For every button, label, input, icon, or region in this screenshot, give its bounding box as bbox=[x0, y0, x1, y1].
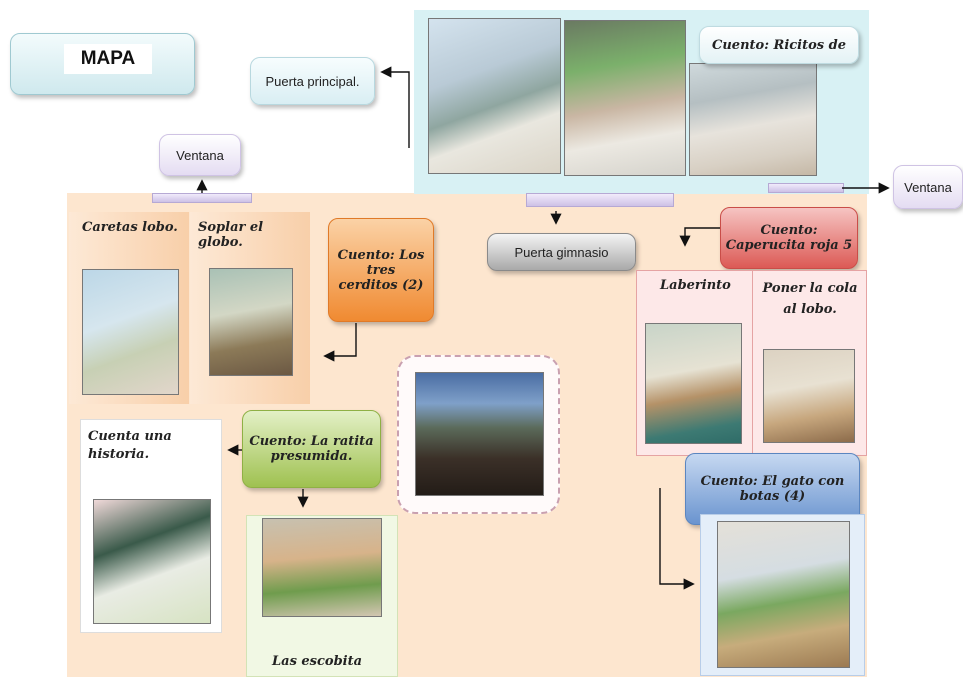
ventana-left-text: Ventana bbox=[176, 147, 224, 163]
photo-globo bbox=[209, 268, 293, 376]
photo-ricitos-3 bbox=[689, 63, 817, 176]
photo-cola bbox=[763, 349, 855, 443]
puerta-gimnasio-text: Puerta gimnasio bbox=[514, 244, 609, 260]
story-caperucita: Cuento: Caperucita roja 5 bbox=[720, 207, 858, 269]
story-caperucita-text: Cuento: Caperucita roja 5 bbox=[725, 223, 853, 253]
photo-escobita bbox=[262, 518, 382, 617]
photo-ricitos-2 bbox=[564, 20, 686, 176]
map-title-box bbox=[10, 33, 195, 95]
story-ricitos-text: Cuento: Ricitos de bbox=[712, 37, 846, 53]
photo-ricitos-1 bbox=[428, 18, 561, 174]
window-bar-left bbox=[152, 193, 252, 203]
escobita-label: Las escobita bbox=[272, 654, 363, 669]
photo-caretas bbox=[82, 269, 179, 395]
puerta-principal-text: Puerta principal. bbox=[265, 73, 360, 89]
caretas-label: Caretas lobo. bbox=[82, 220, 178, 235]
story-tres-cerditos-text: Cuento: Los tres cerditos (2) bbox=[337, 247, 425, 293]
story-gato-text: Cuento: El gato con botas (4) bbox=[700, 474, 845, 504]
cola-label: Poner la cola al lobo. bbox=[762, 281, 858, 317]
window-bar-center bbox=[526, 193, 674, 207]
panel-divider bbox=[752, 270, 753, 456]
map-title: MAPA bbox=[64, 44, 152, 74]
label-puerta-principal: Puerta principal. bbox=[250, 57, 375, 105]
story-ricitos: Cuento: Ricitos de bbox=[699, 26, 859, 64]
story-ratita: Cuento: La ratita presumida. bbox=[242, 410, 381, 488]
label-ventana-left: Ventana bbox=[159, 134, 241, 176]
photo-historia bbox=[93, 499, 211, 624]
photo-laberinto bbox=[645, 323, 742, 444]
photo-gato bbox=[717, 521, 850, 668]
story-ratita-text: Cuento: La ratita presumida. bbox=[249, 434, 374, 464]
photo-center bbox=[415, 372, 544, 496]
laberinto-label: Laberinto bbox=[660, 278, 731, 293]
window-bar-right bbox=[768, 183, 844, 193]
ventana-right-text: Ventana bbox=[904, 179, 952, 195]
globo-label: Soplar el globo. bbox=[198, 220, 264, 250]
label-puerta-gimnasio: Puerta gimnasio bbox=[487, 233, 636, 271]
story-tres-cerditos: Cuento: Los tres cerditos (2) bbox=[328, 218, 434, 322]
historia-label: Cuenta una historia. bbox=[88, 429, 172, 462]
label-ventana-right: Ventana bbox=[893, 165, 963, 209]
